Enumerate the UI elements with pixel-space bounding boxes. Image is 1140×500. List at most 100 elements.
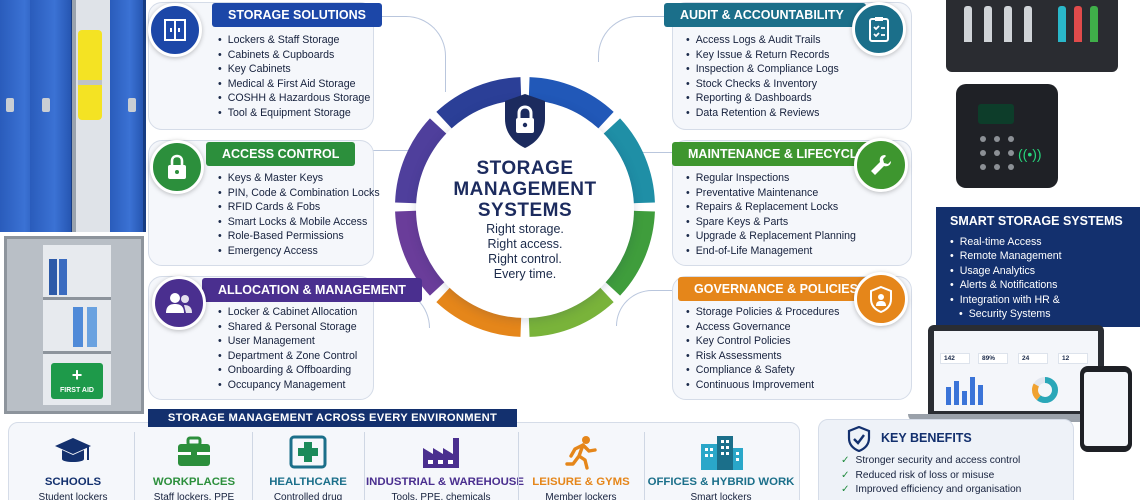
key-benefits-panel: KEY BENEFITS ✓Stronger security and acce… (818, 419, 1074, 500)
mini-bar (946, 387, 951, 405)
environment-title: WORKPLACES (152, 476, 236, 488)
list-item: Real-time Access (950, 235, 1062, 249)
keypad-key (1008, 164, 1014, 170)
panel-title-audit: AUDIT & ACCOUNTABILITY (664, 3, 866, 27)
connector-line (640, 152, 682, 153)
locker-handle (42, 98, 50, 112)
environment-title: INDUSTRIAL & WAREHOUSE (366, 476, 524, 488)
center-hub: STORAGE MANAGEMENT SYSTEMS Right storage… (416, 94, 634, 318)
key-benefits-list: ✓Stronger security and access control ✓R… (841, 454, 1021, 498)
locker-door (30, 0, 74, 232)
environment-desc: Smart lockers (690, 492, 752, 500)
mini-bar (978, 385, 983, 405)
bottle (87, 307, 97, 347)
panel-list-access: Keys & Master Keys PIN, Code & Combinati… (218, 171, 380, 259)
list-item: Lockers & Staff Storage (218, 33, 370, 48)
list-item: ✓Stronger security and access control (841, 454, 1021, 469)
environment-title: OFFICES & HYBRID WORK (647, 476, 795, 488)
connector-line (376, 16, 446, 92)
ring-segment (599, 118, 655, 204)
divider (644, 432, 645, 500)
list-item: Smart Locks & Mobile Access (218, 215, 380, 230)
padlock-icon (150, 140, 204, 194)
environment-desc: Member lockers (545, 492, 617, 500)
keypad-key (994, 150, 1000, 156)
list-item: Spare Keys & Parts (686, 215, 856, 230)
list-item: Access Logs & Audit Trails (686, 33, 839, 48)
keypad-key (1008, 136, 1014, 142)
mini-bar (954, 381, 959, 405)
divider (518, 432, 519, 500)
keypad-key (980, 164, 986, 170)
list-item: Upgrade & Replacement Planning (686, 229, 856, 244)
ring-segment (395, 210, 451, 296)
dashboard-kpi: 142 (940, 353, 970, 364)
divider (134, 432, 135, 500)
keypad-key (980, 136, 986, 142)
key-icon (1074, 6, 1082, 42)
first-aid-box: FIRST AID (51, 363, 103, 399)
environment-title: SCHOOLS (44, 476, 102, 488)
key-benefits-title: KEY BENEFITS (881, 431, 972, 445)
benefit-text: Improved efficiency and organisation (855, 484, 1022, 495)
list-item: Cabinets & Cupboards (218, 48, 370, 63)
list-item: End-of-Life Management (686, 244, 856, 259)
panel-title-governance: GOVERNANCE & POLICIES (678, 277, 882, 301)
rfid-icon: ((•)) (1018, 146, 1042, 162)
grey-cabinet-photo: FIRST AID (4, 236, 144, 414)
key-icon (964, 6, 972, 42)
list-item: Stock Checks & Inventory (686, 77, 839, 92)
bottle (73, 307, 83, 347)
laptop-base (908, 414, 1122, 422)
key-icon (1024, 6, 1032, 42)
users-icon (152, 276, 206, 330)
list-item: COSHH & Hazardous Storage (218, 91, 371, 106)
smart-keypad-photo (956, 84, 1058, 188)
environment-desc: Student lockers (38, 492, 108, 500)
wrench-icon (854, 138, 908, 192)
list-item: Risk Assessments (686, 349, 839, 364)
environment-healthcare: HEALTHCARE Controlled drug (254, 430, 362, 500)
list-item: Compliance & Safety (686, 363, 839, 378)
environment-title: LEISURE & GYMS (532, 476, 630, 488)
list-item: Regular Inspections (686, 171, 856, 186)
check-icon: ✓ (841, 484, 850, 495)
clipboard-check-icon (852, 2, 906, 56)
tagline-line: Right access. (487, 237, 563, 251)
list-item: Key Control Policies (686, 334, 839, 349)
divider (252, 432, 253, 500)
keypad-key (980, 150, 986, 156)
divider (364, 432, 365, 500)
ring-segment (395, 118, 451, 204)
list-item: Usage Analytics (950, 264, 1062, 278)
binder (59, 259, 67, 295)
key-icon (1090, 6, 1098, 42)
dashboard-kpi: 89% (978, 353, 1008, 364)
list-item: Shared & Personal Storage (218, 320, 357, 335)
ring-segment (528, 77, 614, 133)
tagline-line: Right storage. (486, 222, 564, 236)
locker-handle (6, 98, 14, 112)
mini-bar (962, 391, 967, 405)
list-item: Role-Based Permissions (218, 229, 380, 244)
list-item: Emergency Access (218, 244, 380, 259)
blue-lockers-photo (0, 0, 146, 232)
smart-storage-title: SMART STORAGE SYSTEMS (950, 214, 1123, 228)
cabinet-interior: FIRST AID (43, 245, 111, 405)
laptop-dashboard: 142 89% 24 12 (928, 325, 1104, 417)
benefit-text: Stronger security and access control (855, 455, 1021, 466)
list-item: Key Cabinets (218, 62, 370, 77)
list-item: Occupancy Management (218, 378, 357, 393)
environment-workplaces: WORKPLACES Staff lockers, PPE (136, 430, 252, 500)
key-icon (1004, 6, 1012, 42)
panel-title-maintenance: MAINTENANCE & LIFECYCLE (672, 142, 890, 166)
office-building-icon (701, 436, 743, 470)
shield-check-icon (847, 426, 871, 452)
list-item: Continuous Improvement (686, 378, 839, 393)
key-cabinet-photo (946, 0, 1118, 72)
medical-cross-icon (289, 435, 327, 469)
panel-list-maintenance: Regular Inspections Preventative Mainten… (686, 171, 856, 259)
environment-desc: Tools, PPE, chemicals (391, 492, 491, 500)
environment-industrial-warehouse: INDUSTRIAL & WAREHOUSE Tools, PPE, chemi… (366, 430, 524, 500)
connector-line (350, 150, 410, 151)
